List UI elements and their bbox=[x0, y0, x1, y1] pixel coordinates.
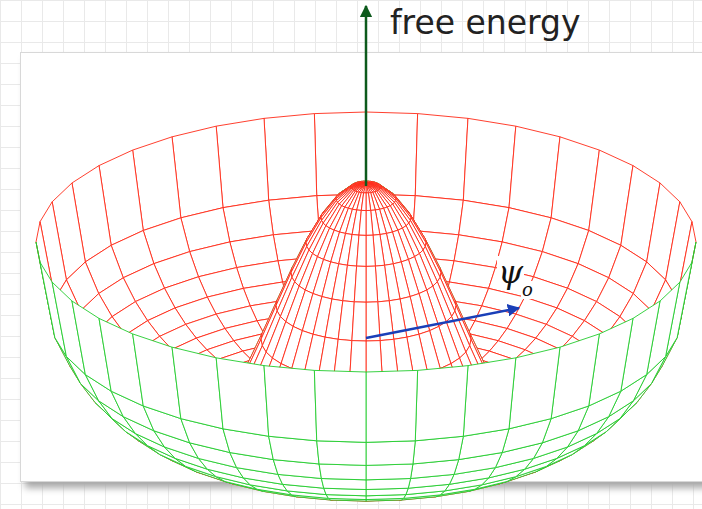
surface-cell-lower bbox=[463, 358, 515, 436]
surface-cell-lower bbox=[216, 358, 268, 436]
surface-cell-lower bbox=[366, 441, 415, 466]
surface-cell-lower bbox=[366, 464, 413, 480]
order-parameter-subscript: o bbox=[521, 281, 534, 299]
surface-cell-lower bbox=[415, 366, 468, 441]
surface-cell-upper bbox=[264, 114, 317, 201]
surface-cell-upper bbox=[314, 112, 366, 196]
surface-cell-upper bbox=[352, 302, 366, 341]
surface-cell-upper bbox=[366, 193, 371, 211]
surface-cell-lower bbox=[366, 370, 418, 442]
surface-cell-upper bbox=[269, 196, 319, 235]
surface-cell-lower bbox=[319, 464, 366, 480]
surface-cell-upper bbox=[361, 193, 366, 211]
surface-cell-upper bbox=[413, 196, 463, 235]
surface-cell-upper bbox=[354, 266, 366, 302]
surface-cell-upper bbox=[366, 235, 375, 266]
surface-cell-upper bbox=[216, 118, 268, 207]
surface-cell-lower bbox=[366, 478, 411, 489]
free-energy-axis bbox=[365, 6, 368, 186]
surface-cell-upper bbox=[366, 112, 418, 196]
surface-cell-upper bbox=[357, 183, 366, 192]
surface-cell-lower bbox=[321, 478, 366, 489]
surface-cell-upper bbox=[366, 266, 378, 302]
surface-cell-upper bbox=[415, 114, 468, 201]
surface-cell-lower bbox=[314, 370, 366, 442]
surface-cell-lower bbox=[317, 441, 366, 466]
surface-cell-lower bbox=[172, 347, 223, 429]
surface-cell-upper bbox=[366, 210, 373, 235]
surface-cell-upper bbox=[366, 183, 375, 192]
axis-label: free energy bbox=[390, 6, 581, 39]
surface-cell-lower bbox=[509, 347, 560, 429]
surface-cell-upper bbox=[357, 235, 366, 266]
surface-cell-lower bbox=[264, 366, 317, 441]
surface-cell-lower bbox=[133, 334, 181, 419]
surface-cell-upper bbox=[463, 118, 515, 207]
surface-cell-lower bbox=[551, 334, 599, 419]
order-parameter-arrow bbox=[366, 308, 519, 338]
surface-cell-upper bbox=[359, 210, 366, 235]
